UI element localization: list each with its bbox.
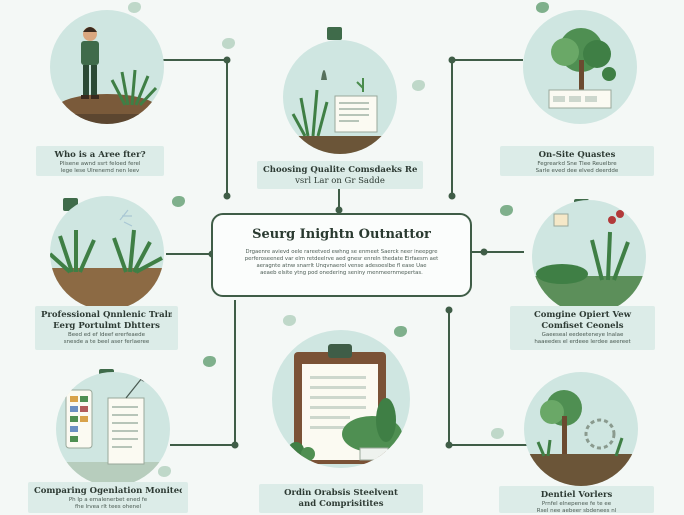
grass-plants-illustration [50, 196, 164, 310]
central-body: Drgaenre avievd oele rareetved ewhng se … [227, 249, 456, 277]
decor-blob [203, 356, 216, 367]
central-box: Seurg Inightn Outnattor Drgaenre avievd … [211, 213, 472, 297]
topic-sub: Plisene awnd ssrt feloed ferel [59, 161, 141, 167]
central-body-line: perferoseened var elm retdeelrve aed gne… [244, 256, 439, 262]
topic-label-area: Who is a Aree fter? Plisene awnd ssrt fe… [36, 146, 164, 176]
topic-title: Ordin Orabsis Steelvent [284, 488, 398, 498]
decor-blob [283, 315, 296, 326]
decor-blob [491, 428, 504, 439]
topic-title: Professional Qnnlenic Tralnild [41, 310, 172, 320]
topic-label-onsite: On-Site Quastes Fegrearkd Sne Tlee Reuel… [500, 146, 654, 176]
topic-sub: haaeedes el erdeee lerdee aeereet [534, 339, 631, 345]
topic-label-ordin: Ordin Orabsis Steelvent and Comprisitite… [259, 484, 423, 513]
tree-illustration [523, 10, 637, 124]
topic-title: Dentiel Vorlers [540, 490, 613, 500]
decor-blob [412, 80, 425, 91]
tree-roots-illustration [524, 372, 638, 486]
decor-blob [172, 196, 185, 207]
central-body-line: aeaeb elsite ytng pod onedering seniny m… [260, 270, 423, 276]
topic-sub: fhe lrvea rlt tees ohenel [75, 504, 141, 510]
decor-blob [536, 2, 549, 13]
topic-sub: and Comprisitites [298, 499, 384, 509]
topic-sub: vsrl Lar on Gr Sadde [295, 176, 385, 186]
topic-sub: Rsel nee aebeer sbdenees nl [536, 508, 617, 514]
topic-label-dentiel: Dentiel Vorlers Prnfel elnepenee fe te e… [499, 486, 654, 514]
topic-label-choosing: Choosing Qualite Comsdaeks Real Il vsrl … [257, 161, 423, 189]
central-title: Seurg Inightn Outnattor [252, 227, 431, 242]
decor-blob [222, 38, 235, 49]
topic-sub: Prnfel elnepenee fe te ee [541, 501, 612, 507]
topic-label-comparing: Comparing Ogenlation Monitecding Ph Ip a… [28, 482, 188, 513]
monitoring-charts-illustration [56, 372, 170, 486]
topic-sub: Gaeeseal eedeeteneye lnalae [541, 332, 624, 338]
central-body-line: aeragnte atnw snarrlt Unqvnaerol vense a… [256, 263, 427, 269]
decor-blob [128, 2, 141, 13]
topic-sub: Fegrearkd Sne Tlee Reuelbre [537, 161, 617, 167]
central-body-line: Drgaenre avievd oele rareetved ewhng se … [245, 249, 438, 255]
topic-sub: Beed ed ef ldeef ererfeaede [67, 332, 146, 338]
topic-sub: lege lese Ulrenemd nen leev [60, 168, 140, 174]
topic-sub: snesde a te beel aser ferlaeree [63, 339, 150, 345]
topic-sub: Comfiset Ceonels [541, 321, 624, 331]
plant-document-illustration [283, 40, 397, 154]
check-icon [327, 27, 342, 40]
topic-sub: Ph Ip a emalenerbet ened fe [68, 497, 148, 503]
decor-blob [394, 326, 407, 337]
topic-title: Comparing Ogenlation Monitecding [34, 486, 182, 496]
decor-blob [500, 205, 513, 216]
topic-title: Choosing Qualite Comsdaeks Real Il [263, 165, 417, 175]
topic-sub: Eerg Portulmt Dhtters [53, 321, 160, 331]
topic-sub: Sarle eved dee elved deerdde [535, 168, 619, 174]
clipboard-illustration [272, 330, 410, 468]
gardener-illustration [50, 10, 164, 124]
topic-label-professional: Professional Qnnlenic Tralnild Eerg Port… [35, 306, 178, 350]
mixed-plants-illustration [532, 200, 646, 314]
topic-label-complete: Comgine Opiert Vew Comfiset Ceonels Gaee… [510, 306, 655, 350]
topic-title: Comgine Opiert Vew [533, 310, 632, 320]
decor-blob [158, 466, 171, 477]
topic-title: On-Site Quastes [538, 150, 616, 160]
topic-title: Who is a Aree fter? [54, 150, 146, 160]
